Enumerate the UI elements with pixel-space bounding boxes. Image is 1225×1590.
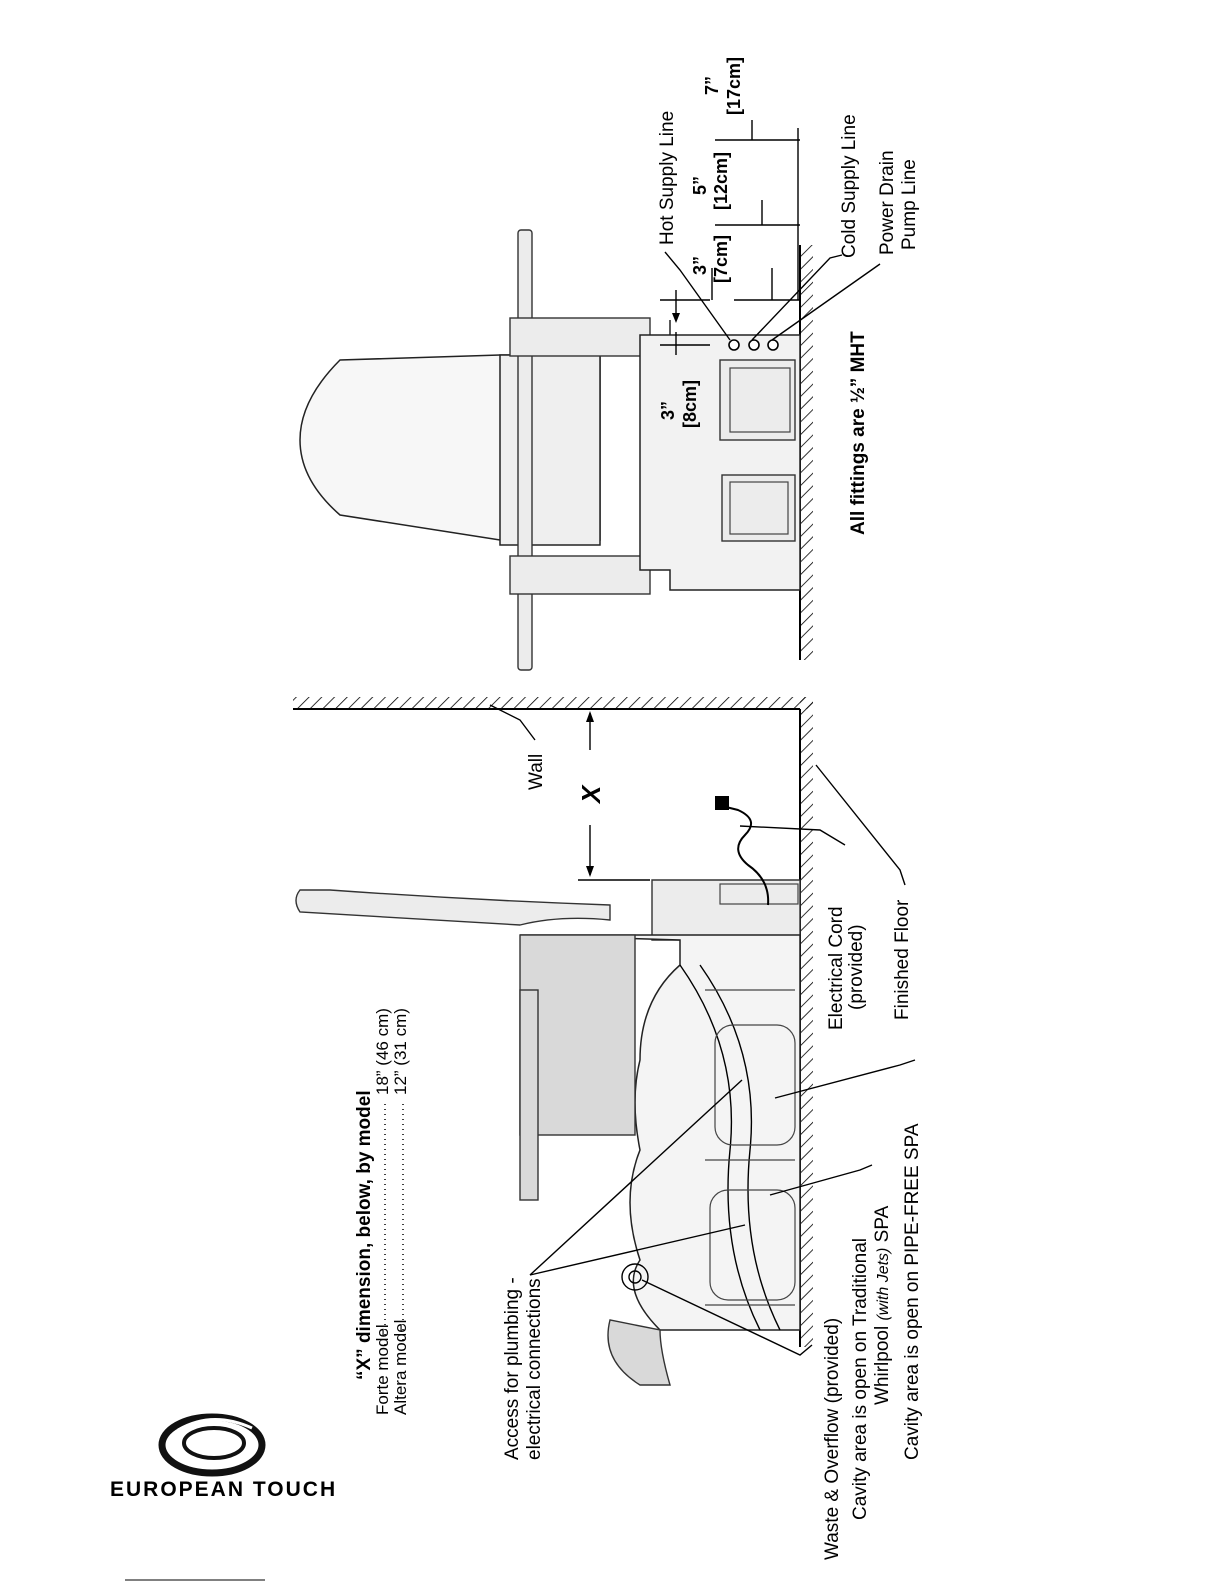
electrical-cord-label-2: (provided) <box>846 924 867 1010</box>
power-drain-label-2: Pump Line <box>899 159 920 250</box>
floor-rear <box>799 245 813 660</box>
cavity-traditional-label-2: Whirlpool (with Jets) SPA <box>872 1205 893 1405</box>
forte-model-label: Forte model <box>373 1324 392 1415</box>
waste-overflow-drain <box>621 1263 649 1291</box>
finished-floor-label: Finished Floor <box>892 899 913 1020</box>
cavity-window-1 <box>714 1024 796 1146</box>
dim-3in-8cm-cm: [8cm] <box>680 380 700 428</box>
dim-7in-17cm-cm: [17cm] <box>724 57 744 115</box>
cold-supply-label: Cold Supply Line <box>839 114 860 258</box>
x-dimension-heading: “X” dimension, below, by model <box>354 1090 375 1380</box>
dim-5in-12cm-inches: 5” <box>690 176 710 195</box>
hot-supply-fitting <box>728 339 740 351</box>
fittings-note: All fittings are ½” MHT <box>848 331 869 535</box>
cold-supply-fitting <box>748 339 760 351</box>
plug-icon <box>715 796 729 810</box>
dim-3in-7cm-cm: [7cm] <box>711 235 731 283</box>
access-label-1: Access for plumbing - <box>502 1277 523 1460</box>
x-dimension-table: “X” dimension, below, by model Forte mod… <box>354 1008 410 1415</box>
tub-side-view <box>295 879 801 1386</box>
cavity-window-2 <box>709 1189 796 1301</box>
finished-floor <box>799 697 813 1347</box>
pump-unit-1 <box>719 359 796 441</box>
logo-swirl-icon <box>158 1413 266 1477</box>
dim-3in-7cm-inches: 3” <box>690 256 710 275</box>
rear-view-dimensions <box>660 120 800 355</box>
altera-model-value: 12” (31 cm) <box>391 1008 410 1095</box>
rear-view-leaders <box>664 251 881 341</box>
dim-5in-12cm-cm: [12cm] <box>711 152 731 210</box>
access-label-2: electrical connections <box>524 1278 545 1460</box>
dim-3in-8cm-inches: 3” <box>658 401 678 420</box>
cavity-traditional-label-1: Cavity area is open on Traditional <box>850 1238 871 1520</box>
power-drain-fitting <box>767 339 779 351</box>
electrical-cord-label-1: Electrical Cord <box>826 906 847 1030</box>
pump-unit-2 <box>721 474 796 542</box>
cavity-pipefree-label: Cavity area is open on PIPE-FREE SPA <box>902 1123 923 1460</box>
x-dimension-marker: X <box>576 711 650 881</box>
hot-supply-label: Hot Supply Line <box>657 111 678 245</box>
forte-model-value: 18” (46 cm) <box>373 1008 392 1095</box>
waste-overflow-label: Waste & Overflow (provided) <box>822 1318 843 1560</box>
power-drain-label-1: Power Drain <box>877 150 898 255</box>
tub-rear-view <box>299 229 801 671</box>
altera-model-label: Altera model <box>391 1320 410 1415</box>
brand-name: EUROPEAN TOUCH <box>110 1478 337 1501</box>
electrical-cord <box>715 796 770 906</box>
x-label: X <box>576 784 606 805</box>
wall-label: Wall <box>526 754 547 790</box>
dim-7in-17cm-inches: 7” <box>702 76 722 95</box>
european-touch-logo: EUROPEAN TOUCH <box>110 1413 337 1501</box>
wall <box>293 697 813 710</box>
side-view-leaders <box>489 704 916 1356</box>
